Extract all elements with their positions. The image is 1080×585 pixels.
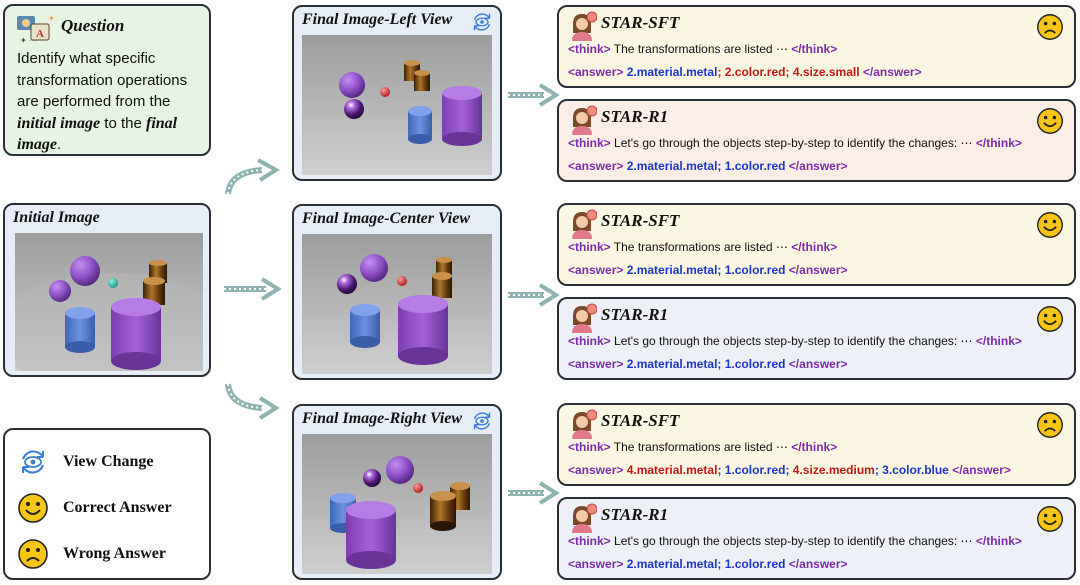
question-title: Question — [61, 16, 125, 35]
think-line: <think> The transformations are listed ⋯… — [568, 240, 838, 254]
model-avatar-icon — [572, 209, 598, 239]
model-name: STAR-R1 — [601, 505, 669, 524]
view-change-icon — [473, 412, 491, 430]
answer-line: <answer> 2.material.metal; 1.color.red <… — [568, 159, 848, 173]
arrow-to-left-view — [225, 158, 280, 195]
frown-icon — [1037, 14, 1063, 40]
think-line: <think> Let's go through the objects ste… — [568, 534, 1022, 548]
question-panel: A ✦ ··· ✦ Question Identify what specifi… — [3, 4, 211, 156]
arrow-center-view-to-answers — [508, 283, 560, 307]
model-avatar-icon — [572, 105, 598, 135]
answer-line: <answer> 2.material.metal; 2.color.red; … — [568, 65, 922, 79]
smiley-icon — [1037, 506, 1063, 532]
final-right-view-title: Final Image-Right View — [302, 410, 463, 427]
final-center-view-panel: Final Image-Center View — [292, 204, 502, 380]
initial-image-title: Initial Image — [13, 209, 100, 226]
answer-panel: STAR-R1 <think> Let's go through the obje… — [557, 99, 1076, 182]
answer-panel: STAR-R1 <think> Let's go through the obje… — [557, 297, 1076, 380]
answer-line: <answer> 2.material.metal; 1.color.red <… — [568, 263, 848, 277]
answer-panel: STAR-R1 <think> Let's go through the obje… — [557, 497, 1076, 580]
smiley-icon — [18, 493, 48, 523]
final-left-view-scene — [302, 35, 492, 175]
answer-panel: STAR-SFT <think> The transformations are … — [557, 203, 1076, 286]
question-icon: A ✦ ··· ✦ — [17, 14, 55, 45]
model-avatar-icon — [572, 503, 598, 533]
smiley-icon — [1037, 212, 1063, 238]
model-name: STAR-SFT — [601, 13, 680, 32]
final-left-view-title: Final Image-Left View — [302, 11, 453, 28]
frown-icon — [18, 539, 48, 569]
legend-item-wrong: Wrong Answer — [17, 538, 166, 570]
svg-text:A: A — [36, 28, 44, 40]
final-left-view-panel: Final Image-Left View — [292, 5, 502, 181]
final-right-view-scene — [302, 434, 492, 574]
answer-panel: STAR-SFT <think> The transformations are … — [557, 403, 1076, 486]
answer-line: <answer> 4.material.metal; 1.color.red; … — [568, 463, 1011, 477]
think-line: <think> The transformations are listed ⋯… — [568, 440, 838, 454]
arrow-to-center-view — [224, 277, 282, 301]
view-change-icon — [473, 13, 491, 31]
answer-panel: STAR-SFT <think> The transformations are … — [557, 5, 1076, 88]
initial-scene-image — [15, 233, 203, 371]
model-name: STAR-R1 — [601, 107, 669, 126]
question-text: Identify what specific transformation op… — [17, 50, 188, 153]
model-avatar-icon — [572, 11, 598, 41]
legend-item-view-change: View Change — [17, 446, 154, 478]
svg-text:✦ ···: ✦ ··· — [20, 36, 37, 45]
model-name: STAR-SFT — [601, 411, 680, 430]
model-avatar-icon — [572, 303, 598, 333]
frown-icon — [1037, 412, 1063, 438]
arrow-left-view-to-answers — [508, 83, 560, 107]
final-center-view-scene — [302, 234, 492, 374]
legend-item-correct: Correct Answer — [17, 492, 172, 524]
answer-line: <answer> 2.material.metal; 1.color.red <… — [568, 557, 848, 571]
think-line: <think> The transformations are listed ⋯… — [568, 42, 838, 56]
svg-text:✦: ✦ — [48, 14, 55, 23]
model-avatar-icon — [572, 409, 598, 439]
final-right-view-panel: Final Image-Right View — [292, 404, 502, 580]
think-line: <think> Let's go through the objects ste… — [568, 334, 1022, 348]
arrow-to-right-view — [225, 383, 280, 420]
model-name: STAR-SFT — [601, 211, 680, 230]
think-line: <think> Let's go through the objects ste… — [568, 136, 1022, 150]
initial-image-panel: Initial Image — [3, 203, 211, 377]
smiley-icon — [1037, 306, 1063, 332]
arrow-right-view-to-answers — [508, 481, 560, 505]
smiley-icon — [1037, 108, 1063, 134]
legend-panel: View Change Correct Answer Wrong Answer — [3, 428, 211, 580]
final-center-view-title: Final Image-Center View — [302, 210, 471, 227]
answer-line: <answer> 2.material.metal; 1.color.red <… — [568, 357, 848, 371]
model-name: STAR-R1 — [601, 305, 669, 324]
view-change-icon — [22, 450, 44, 474]
